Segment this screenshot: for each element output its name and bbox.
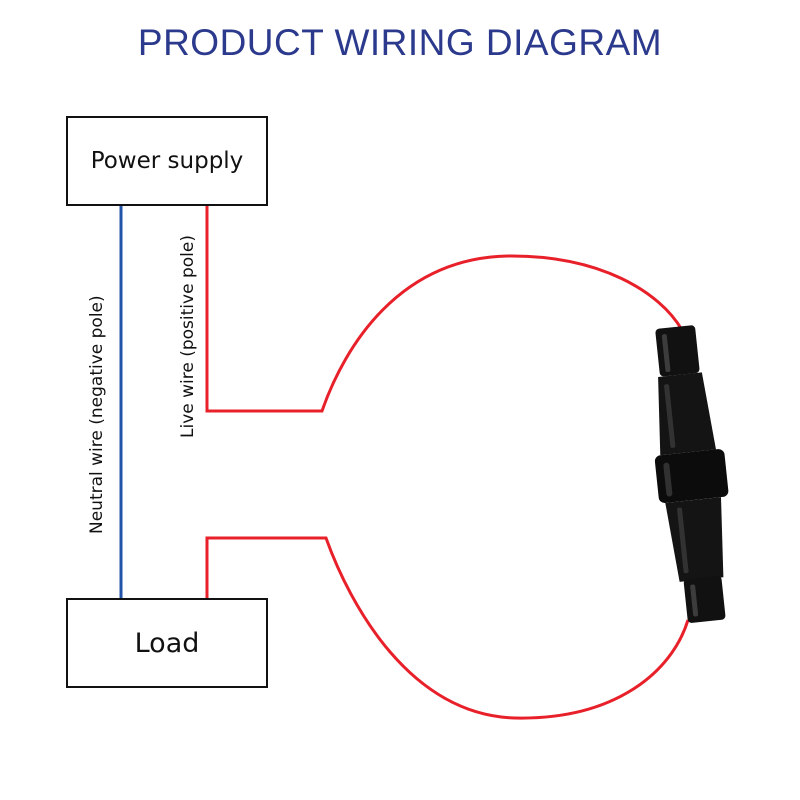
live-wire-upper xyxy=(205,202,684,413)
live-wire-lower xyxy=(205,536,690,720)
neutral-wire-label: Neutral wire (negative pole) xyxy=(87,295,107,534)
fuse-holder xyxy=(654,325,729,623)
power-supply-label: Power supply xyxy=(90,148,244,174)
diagram-title: PRODUCT WIRING DIAGRAM xyxy=(137,22,663,63)
load-box: Load xyxy=(66,598,268,688)
load-label: Load xyxy=(134,627,200,659)
power-supply-box: Power supply xyxy=(66,116,268,206)
live-wire-label: Live wire (positive pole) xyxy=(178,235,198,438)
